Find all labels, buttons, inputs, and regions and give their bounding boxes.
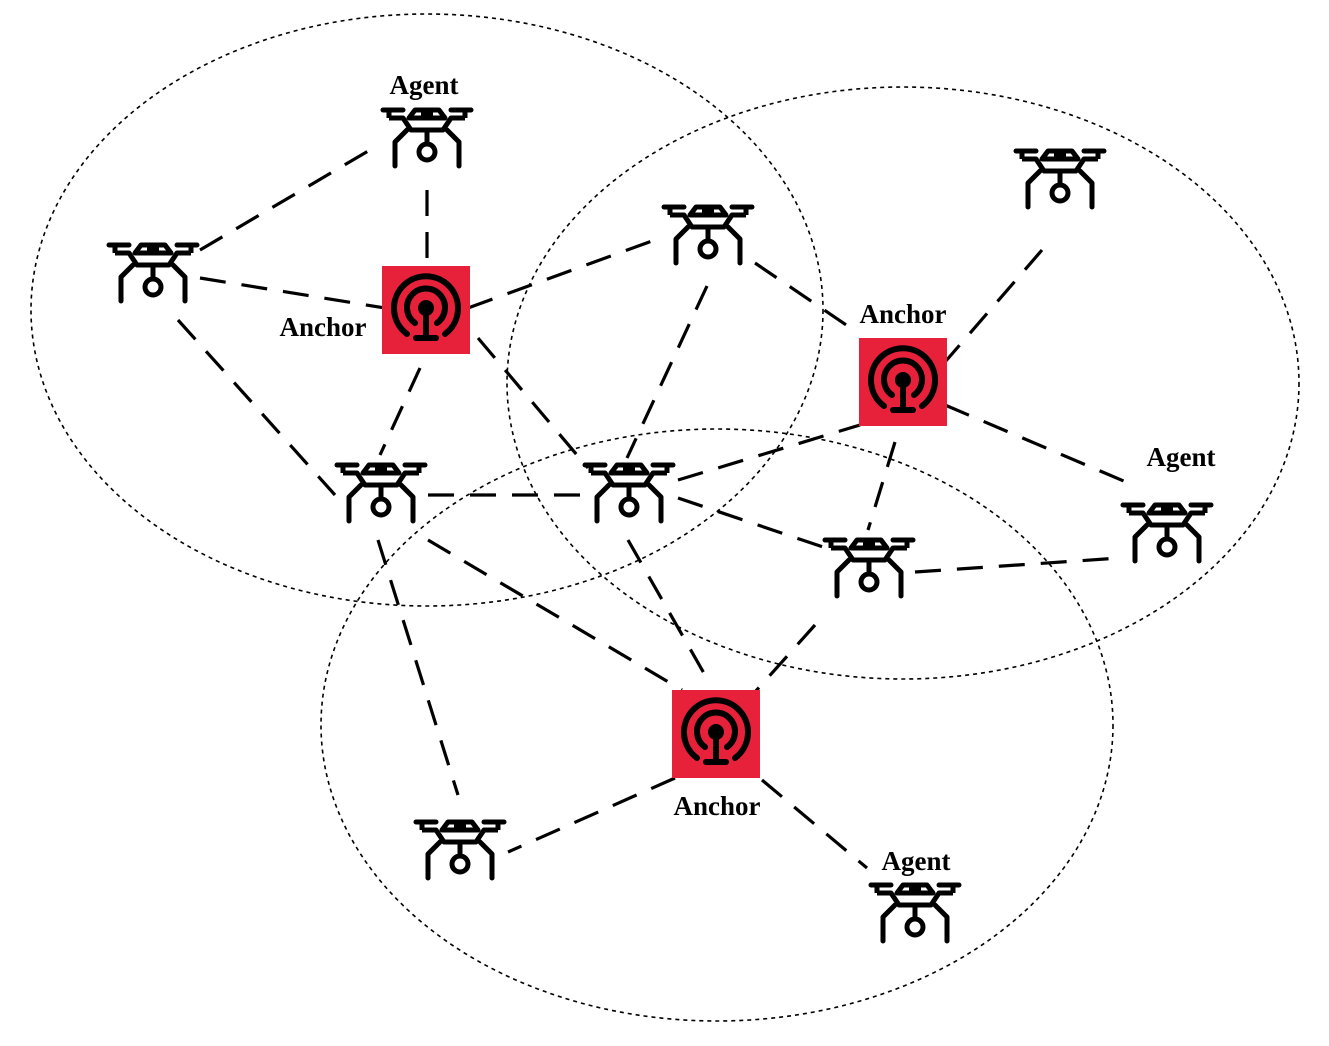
link: [943, 248, 1044, 364]
link: [507, 776, 676, 854]
link: [467, 235, 664, 310]
anchor-label: Anchor: [280, 312, 367, 342]
agents: [109, 110, 1211, 941]
link: [753, 623, 817, 694]
link: [378, 367, 422, 456]
anchor-label: Anchor: [674, 791, 761, 821]
link: [760, 778, 869, 870]
range-circle-right: [506, 86, 1300, 680]
labels: Agent Anchor Anchor Agent Anchor Agent: [280, 70, 1216, 876]
anchor-label: Anchor: [860, 299, 947, 329]
agent-label: Agent: [1147, 442, 1216, 472]
link: [754, 261, 859, 335]
link: [176, 318, 337, 497]
anchors: [382, 266, 947, 778]
agent-drone-icon: [871, 885, 959, 941]
link: [866, 441, 897, 531]
link: [427, 538, 683, 692]
link: [914, 556, 1121, 574]
link: [199, 276, 386, 310]
link: [626, 539, 707, 676]
link: [677, 496, 827, 550]
agent-drone-icon: [109, 245, 197, 301]
anchor-antenna-icon: [672, 690, 760, 778]
agent-drone-icon: [1123, 505, 1211, 561]
agent-label: Agent: [390, 70, 459, 100]
range-circles: [30, 13, 1300, 1022]
agent-drone-icon: [825, 540, 913, 596]
link: [677, 423, 861, 482]
link: [199, 145, 376, 252]
agent-drone-icon: [585, 465, 673, 521]
agent-label: Agent: [882, 846, 951, 876]
agent-drone-icon: [383, 110, 471, 166]
range-circle-top-left: [30, 13, 824, 607]
agent-drone-icon: [664, 207, 752, 263]
agent-drone-icon: [337, 465, 425, 521]
link: [476, 336, 590, 470]
link: [944, 403, 1134, 487]
agent-drone-icon: [1016, 151, 1104, 207]
link: [625, 285, 709, 459]
link: [376, 539, 460, 796]
agent-drone-icon: [416, 822, 504, 878]
links: [176, 145, 1134, 870]
range-circle-bottom: [320, 428, 1114, 1022]
anchor-antenna-icon: [859, 338, 947, 426]
anchor-antenna-icon: [382, 266, 470, 354]
